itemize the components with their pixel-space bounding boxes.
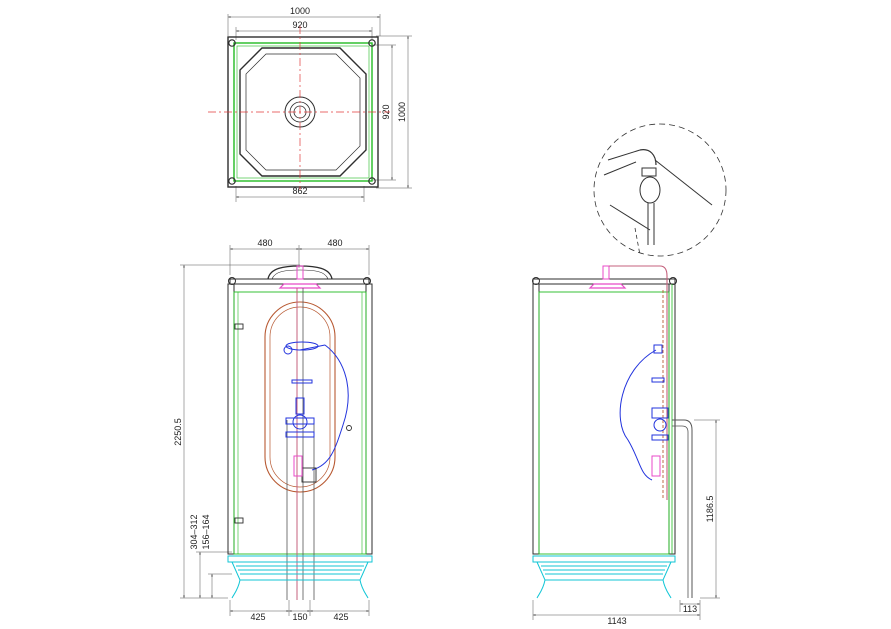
- side-view: 1186.5 1143 113: [532, 123, 727, 626]
- side-riser: [609, 265, 668, 500]
- mixer-valve: [283, 341, 349, 471]
- dim-label: 156–164: [201, 514, 211, 549]
- corner-post: [368, 39, 376, 47]
- pipe-loop: [264, 301, 336, 493]
- dim-label: 304–312: [189, 514, 199, 549]
- dim-label: 425: [333, 612, 348, 622]
- side-mixer: [619, 344, 669, 481]
- front-dim-height: 2250.5: [173, 264, 300, 599]
- side-dim-pipe-offset: 113: [679, 600, 700, 614]
- hinge: [234, 517, 244, 524]
- front-dim-inlet-height: 156–164: [201, 514, 232, 598]
- corner-post: [368, 177, 376, 185]
- side-top-rail: [532, 278, 676, 285]
- hinge: [234, 323, 244, 330]
- top-dim-overall-width: 1000: [227, 6, 381, 36]
- top-dim-inner-depth: 920: [372, 44, 396, 181]
- side-dim-pipe-height: 1186.5: [694, 419, 720, 599]
- front-dim-top: 480 480: [229, 238, 370, 275]
- dim-label: 150: [292, 612, 307, 622]
- dim-label: 1000: [290, 6, 310, 16]
- frame-post-right: [365, 283, 373, 555]
- supply-pipe: [672, 419, 693, 598]
- side-post-front: [532, 283, 540, 555]
- tray-octagon: [239, 47, 367, 177]
- side-glass: [538, 291, 670, 555]
- shower-head: [278, 283, 322, 289]
- top-dim-inner-width: 920: [235, 20, 373, 40]
- roof-bracket: [267, 265, 333, 280]
- dim-label: 480: [257, 238, 272, 248]
- dim-label: 1143: [607, 616, 626, 626]
- shower-tray: [227, 555, 373, 599]
- front-dim-outlet-height: 304–312: [189, 514, 232, 598]
- front-view: 480 480 2250.5 304–312 156–164: [173, 238, 373, 622]
- dim-label: 920: [292, 20, 307, 30]
- top-view: 1000 920 920 1000 862: [208, 6, 412, 202]
- top-dim-overall-depth: 1000: [376, 35, 412, 189]
- side-shower-head: [588, 283, 627, 289]
- dim-label: 480: [327, 238, 342, 248]
- corner-post: [228, 39, 236, 47]
- top-glass-outline: [233, 42, 373, 182]
- top-dim-bottom-width: 862: [235, 186, 365, 202]
- top-rail: [229, 278, 370, 285]
- dim-label: 862: [292, 186, 307, 196]
- frame-post-left: [227, 283, 235, 555]
- dim-label: 2250.5: [173, 418, 183, 446]
- door-handle: [346, 425, 352, 431]
- side-shower-tray: [532, 555, 676, 599]
- side-dim-overall-depth: 1143: [532, 600, 701, 626]
- front-dim-bottom: 425 150 425: [229, 600, 370, 622]
- dim-label: 425: [250, 612, 265, 622]
- corner-post: [228, 177, 236, 185]
- dim-label: 113: [683, 604, 697, 614]
- dim-label: 1186.5: [705, 496, 715, 523]
- glass-panel: [233, 291, 367, 555]
- dim-label: 1000: [397, 102, 407, 122]
- detail-callout: [593, 123, 727, 257]
